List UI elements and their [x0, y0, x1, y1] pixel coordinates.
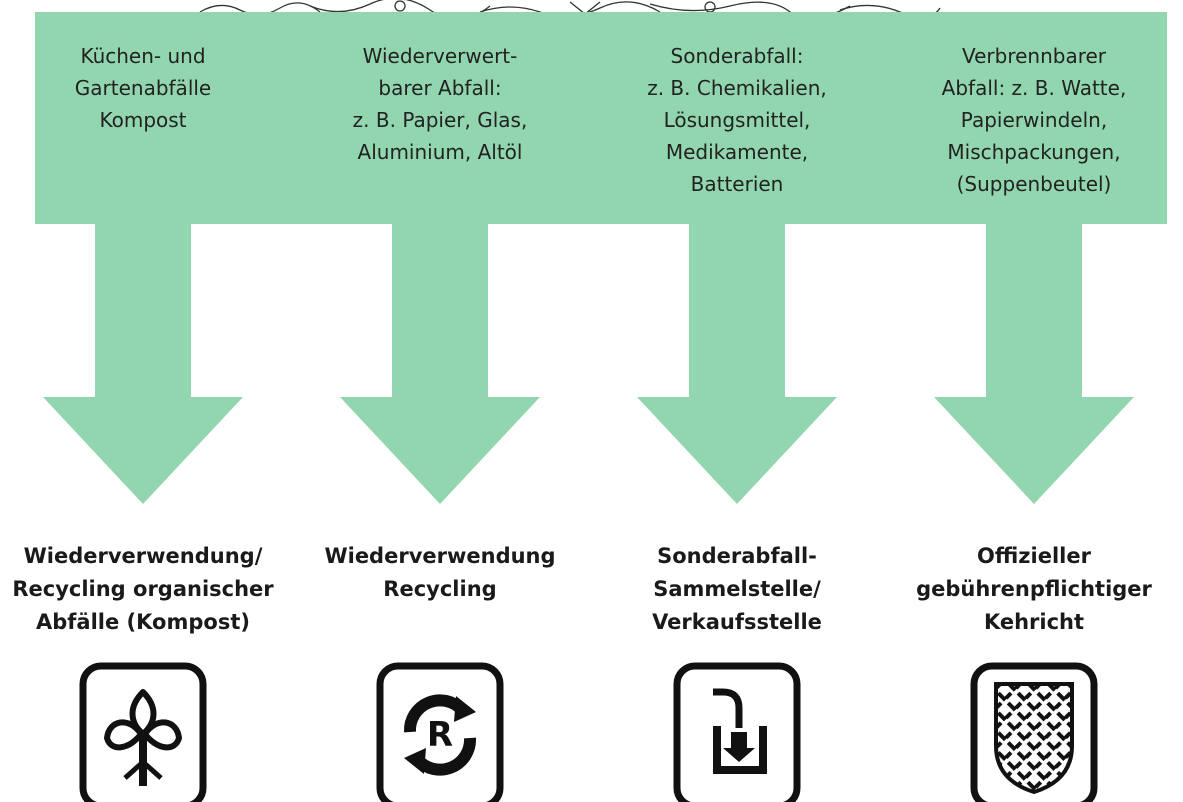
destination-official-garbage: Offizieller gebührenpflichtiger Kehricht — [884, 540, 1183, 639]
destination-line: Offizieller — [977, 544, 1091, 568]
category-line: Küchen- und — [80, 44, 206, 68]
destination-line: Kehricht — [983, 610, 1085, 634]
category-band — [35, 12, 1167, 224]
category-line: Lösungsmittel, — [663, 108, 811, 132]
category-line: Papierwindeln, — [960, 108, 1108, 132]
hazardous-waste-icon — [673, 662, 801, 802]
category-line: Wiederverwert- — [362, 44, 518, 68]
category-line: Mischpackungen, — [947, 140, 1121, 164]
down-arrow-1 — [43, 222, 243, 504]
destination-line: Sammelstelle/ — [653, 577, 821, 601]
category-line: Verbrennbarer — [961, 44, 1107, 68]
down-arrow-4 — [934, 222, 1134, 504]
category-line: Medikamente, — [665, 140, 809, 164]
category-line: barer Abfall: — [378, 76, 502, 100]
category-line: Sonderabfall: — [670, 44, 804, 68]
recycling-icon-letter: R — [427, 715, 453, 755]
category-line: Gartenabfälle — [74, 76, 212, 100]
category-recyclable-waste: Wiederverwert- barer Abfall: z. B. Papie… — [310, 40, 570, 168]
destination-line: Sonderabfall- — [657, 544, 817, 568]
destination-recycling: Wiederverwendung Recycling — [290, 540, 590, 606]
destination-line: Recycling organischer — [12, 577, 274, 601]
category-line: z. B. Chemikalien, — [647, 76, 827, 100]
category-line: Aluminium, Altöl — [357, 140, 523, 164]
category-line: Kompost — [99, 108, 187, 132]
down-arrow-3 — [637, 222, 837, 504]
destination-line: Abfälle (Kompost) — [36, 610, 250, 634]
coat-of-arms-icon — [970, 662, 1098, 802]
plant-icon — [79, 662, 207, 802]
category-line: Abfall: z. B. Watte, — [941, 76, 1127, 100]
category-combustible-waste: Verbrennbarer Abfall: z. B. Watte, Papie… — [904, 40, 1164, 200]
category-kitchen-garden-waste: Küchen- und Gartenabfälle Kompost — [13, 40, 273, 136]
destination-hazardous-collection: Sonderabfall- Sammelstelle/ Verkaufsstel… — [587, 540, 887, 639]
recycling-icon: R — [376, 662, 504, 802]
category-line: (Suppenbeutel) — [956, 172, 1112, 196]
destination-line: gebührenpflichtiger — [916, 577, 1152, 601]
destination-line: Recycling — [383, 577, 497, 601]
destination-compost: Wiederverwendung/ Recycling organischer … — [0, 540, 293, 639]
destination-line: Wiederverwendung — [324, 544, 556, 568]
destination-line: Wiederverwendung/ — [23, 544, 263, 568]
category-line: Batterien — [690, 172, 784, 196]
destination-line: Verkaufsstelle — [652, 610, 822, 634]
down-arrow-2 — [340, 222, 540, 504]
category-hazardous-waste: Sonderabfall: z. B. Chemikalien, Lösungs… — [607, 40, 867, 200]
category-line: z. B. Papier, Glas, — [352, 108, 528, 132]
